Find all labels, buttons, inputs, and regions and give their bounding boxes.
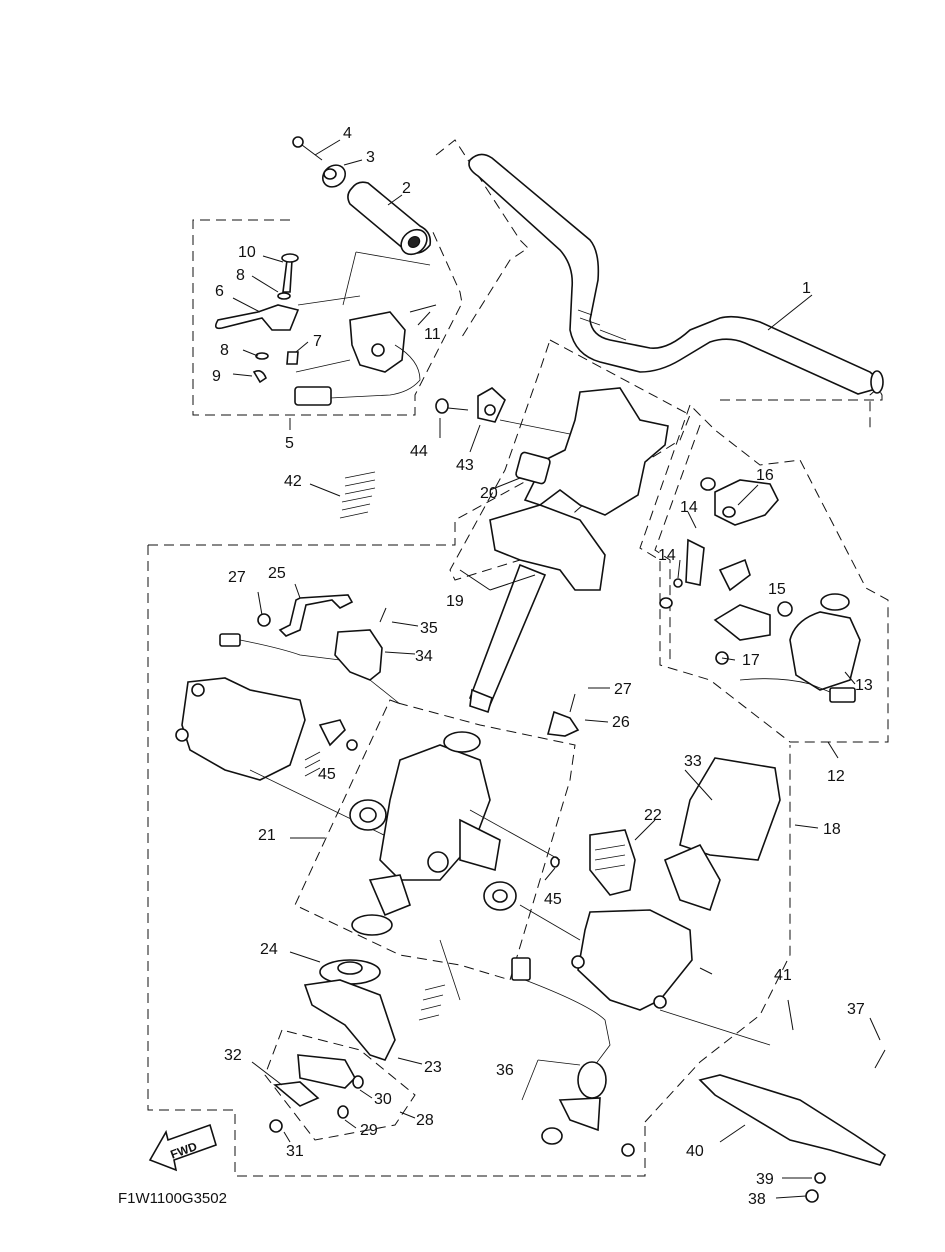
- callout-13: 13: [855, 677, 873, 694]
- callout-4: 4: [343, 125, 352, 142]
- callout-1: 1: [802, 280, 811, 297]
- callout-19: 19: [446, 593, 464, 610]
- bracket-26: [546, 687, 610, 737]
- callout-14b: 14: [658, 547, 676, 564]
- grip-assembly: [292, 136, 432, 256]
- part-36: [511, 957, 635, 1157]
- steering-column: [459, 387, 669, 714]
- group-18-boundary: [148, 479, 529, 546]
- callout-11: 11: [424, 326, 441, 343]
- parts-22-33: [589, 757, 781, 912]
- callout-44: 44: [410, 443, 428, 460]
- callout-43: 43: [456, 457, 474, 474]
- fwd-arrow-icon: FWD: [148, 1123, 217, 1172]
- callout-45b: 45: [544, 891, 562, 908]
- group-19-boundary: [449, 339, 691, 581]
- group-12-boundary: [720, 387, 883, 430]
- callout-30: 30: [374, 1091, 392, 1108]
- callout-15: 15: [768, 581, 786, 598]
- callout-20: 20: [480, 485, 498, 502]
- callout-32: 32: [224, 1047, 242, 1064]
- callout-41: 41: [774, 967, 792, 984]
- callout-27b: 27: [614, 681, 632, 698]
- callout-12: 12: [827, 768, 845, 785]
- callout-6: 6: [215, 283, 224, 300]
- callout-34: 34: [415, 648, 433, 665]
- spring-42: [309, 471, 376, 519]
- callout-21: 21: [258, 827, 276, 844]
- callout-2: 2: [402, 180, 411, 197]
- callout-3: 3: [366, 149, 375, 166]
- group-18-left: [147, 545, 646, 1177]
- handlebar: [468, 153, 884, 395]
- group-12-outline: [639, 404, 889, 743]
- callout-18: 18: [823, 821, 841, 838]
- handlebar-boundary: [435, 139, 529, 341]
- callouts: 1 2 3 4 5 6 7 8 8 9 10 11 12 13 14 14 15…: [212, 125, 873, 1208]
- bracket-43-44: [435, 387, 581, 453]
- callout-39: 39: [756, 1171, 774, 1188]
- parts-23-24: [289, 951, 446, 1065]
- central-housing: [290, 731, 581, 1001]
- callout-28: 28: [416, 1112, 434, 1129]
- callout-35: 35: [420, 620, 438, 637]
- drawing-code: F1W1100G3502: [118, 1190, 227, 1207]
- callout-40: 40: [686, 1143, 704, 1160]
- callout-16: 16: [756, 467, 774, 484]
- switch-assembly: [659, 477, 861, 759]
- callout-31: 31: [286, 1143, 304, 1160]
- group-12-inner: [654, 424, 701, 665]
- callout-25: 25: [268, 565, 286, 582]
- callout-5: 5: [285, 435, 294, 452]
- callout-45a: 45: [318, 766, 336, 783]
- callout-22: 22: [644, 807, 662, 824]
- callout-7: 7: [313, 333, 322, 350]
- group-5-boundary: [192, 219, 463, 416]
- callout-38: 38: [748, 1191, 766, 1208]
- callout-29: 29: [360, 1122, 378, 1139]
- callout-23: 23: [424, 1059, 442, 1076]
- housing-left: [175, 677, 391, 839]
- callout-36: 36: [496, 1062, 514, 1079]
- callout-10: 10: [238, 244, 256, 261]
- callout-8b: 8: [220, 342, 229, 359]
- parts-37-41: [698, 999, 887, 1203]
- callout-27a: 27: [228, 569, 246, 586]
- callout-33: 33: [684, 753, 702, 770]
- callout-42: 42: [284, 473, 302, 490]
- parts-28-32: [251, 1054, 416, 1143]
- callout-26: 26: [612, 714, 630, 731]
- callout-9: 9: [212, 368, 221, 385]
- callout-24: 24: [260, 941, 278, 958]
- callout-8a: 8: [236, 267, 245, 284]
- group-28-boundary: [264, 1029, 416, 1141]
- callout-17: 17: [742, 652, 760, 669]
- lever-assembly: [214, 251, 437, 430]
- group-18-right: [644, 745, 791, 1123]
- bracket-25-34: [219, 583, 419, 705]
- callout-14a: 14: [680, 499, 698, 516]
- lower-housing: [571, 824, 819, 1046]
- group-21-boundary: [294, 699, 576, 981]
- callout-37: 37: [847, 1001, 865, 1018]
- group-boundaries: [147, 139, 889, 1177]
